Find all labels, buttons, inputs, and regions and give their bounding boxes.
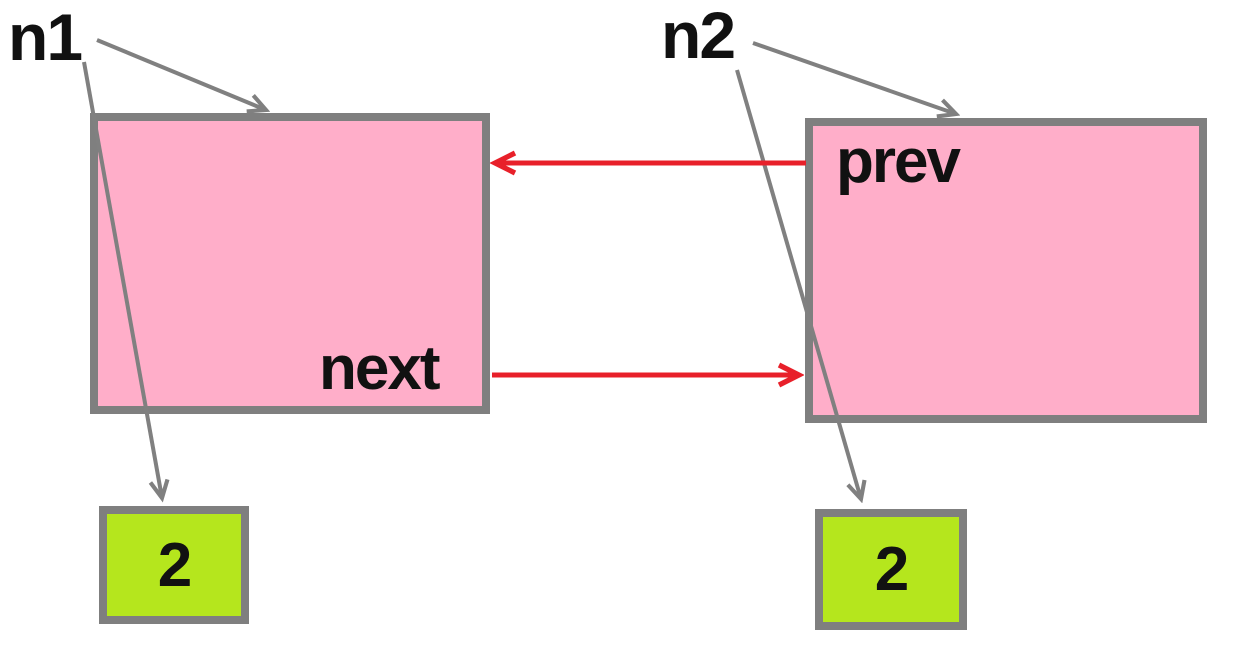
pointer-label-n2: n2 bbox=[661, 0, 736, 72]
arrow-n2-to-node2 bbox=[752, 41, 956, 114]
value-box-2-text: 2 bbox=[874, 535, 910, 604]
arrow-n1-to-node1 bbox=[96, 38, 266, 110]
field-label-prev: prev bbox=[836, 127, 961, 196]
field-label-next: next bbox=[319, 334, 440, 403]
value-box-2: 2 bbox=[815, 509, 967, 630]
pointer-label-n1: n1 bbox=[8, 0, 83, 74]
value-box-1: 2 bbox=[99, 506, 249, 624]
value-box-1-text: 2 bbox=[157, 530, 193, 600]
